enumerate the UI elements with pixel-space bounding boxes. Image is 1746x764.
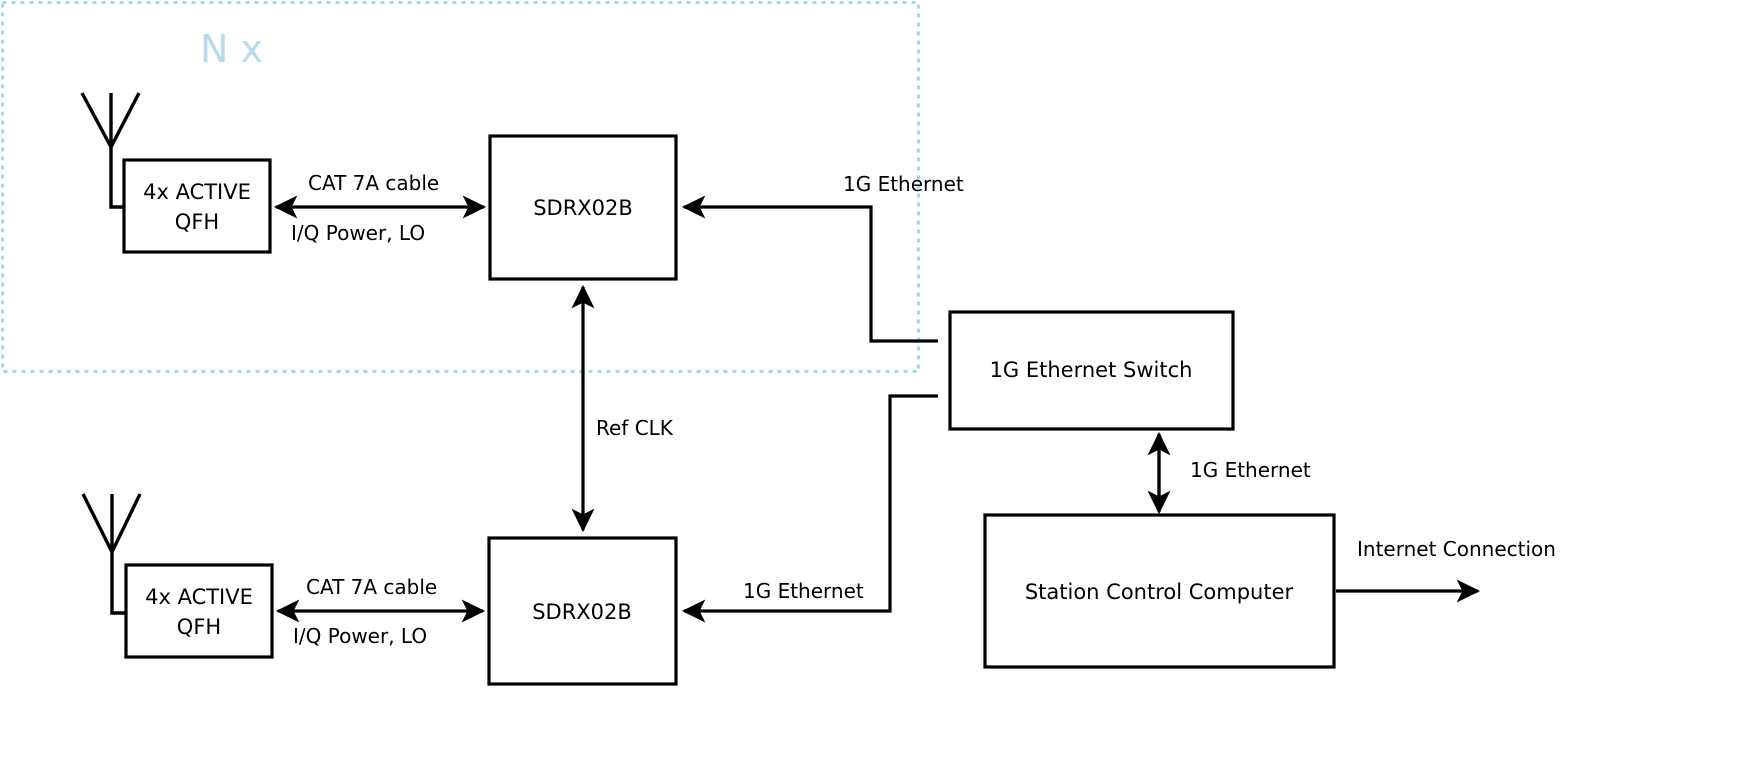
antenna-frontend-label-top-line2: QFH — [175, 210, 219, 234]
link-refclk-label: Ref CLK — [596, 416, 674, 440]
antenna-frontend-label-bottom-line2: QFH — [177, 615, 221, 639]
link-cat7a-top-label-below: I/Q Power, LO — [291, 221, 425, 245]
link-ethernet-sdr-top-label: 1G Ethernet — [843, 172, 964, 196]
station-control-computer-box[interactable] — [983, 513, 1336, 669]
link-switch-computer-label: 1G Ethernet — [1190, 458, 1311, 482]
group-boundary-nx — [1, 1, 920, 373]
antenna-frontend-label-top-line1: 4x ACTIVE — [143, 180, 251, 204]
link-ethernet-sdr-bottom — [681, 394, 938, 623]
link-ethernet-sdr-bottom-label: 1G Ethernet — [743, 579, 864, 603]
link-cat7a-bottom-label-below: I/Q Power, LO — [293, 624, 427, 648]
sdr-label-bottom: SDRX02B — [532, 600, 632, 624]
link-cat7a-top-label-above: CAT 7A cable — [308, 171, 439, 195]
sdr-label-top: SDRX02B — [533, 196, 633, 220]
ethernet-switch-label: 1G Ethernet Switch — [990, 358, 1193, 382]
group-label-nx: N x — [200, 27, 263, 71]
ethernet-switch-box[interactable] — [948, 310, 1235, 431]
antenna-icon — [81, 493, 142, 615]
sdr-box-bottom[interactable] — [487, 536, 678, 686]
sdr-box-top[interactable] — [488, 134, 678, 281]
link-cat7a-bottom-label-above: CAT 7A cable — [306, 575, 437, 599]
link-ethernet-sdr-top — [681, 195, 938, 343]
antenna-icon — [80, 92, 141, 209]
station-control-computer-label: Station Control Computer — [1025, 580, 1294, 604]
antenna-frontend-label-bottom-line1: 4x ACTIVE — [145, 585, 253, 609]
link-internet-connection-label: Internet Connection — [1357, 537, 1556, 561]
antenna-frontend-box-bottom[interactable] — [124, 563, 274, 659]
antenna-frontend-box-top[interactable] — [122, 158, 272, 254]
